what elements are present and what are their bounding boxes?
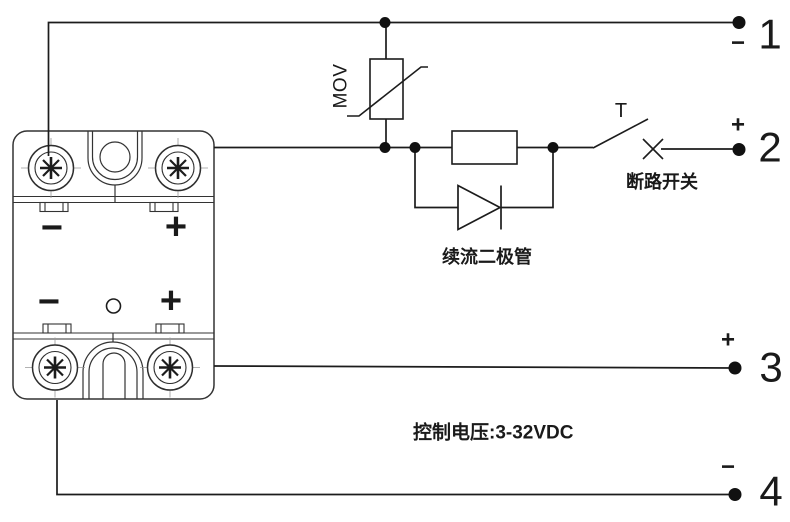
wire-terminal-1: [47, 21, 739, 156]
junction-dot: [409, 142, 421, 153]
terminal-1-polarity: −: [731, 30, 745, 57]
junction-dots: [379, 17, 559, 153]
terminal-1-number: 1: [758, 11, 781, 58]
terminal-2: + 2: [731, 112, 782, 171]
ssr-load-minus-label: −: [41, 207, 63, 249]
junction-dot: [379, 142, 391, 153]
ssr-bottom-arch: [82, 333, 144, 399]
terminal-dot: [728, 488, 742, 501]
varistor-body-icon: [369, 58, 404, 120]
mov-label: MOV: [331, 64, 352, 109]
ssr-device: − + − +: [12, 130, 215, 400]
diode-triangle-icon: [457, 184, 502, 231]
terminal-1: − 1: [731, 11, 782, 58]
terminal-dot: [728, 361, 742, 375]
switch-contact-x-icon: [642, 138, 664, 160]
varistor-strike-icon: [347, 66, 428, 117]
ssr-top-arch: [87, 131, 143, 203]
switch-arm-icon: [592, 118, 649, 149]
terminal-3: + 3: [721, 327, 783, 391]
freewheel-diode-label: 续流二极管: [442, 246, 532, 267]
switch-t-label: T: [615, 100, 627, 122]
wire-terminal-4: [56, 400, 735, 496]
keyhole-slot-icon: [102, 352, 126, 399]
terminal-4: − 4: [721, 454, 783, 515]
ssr-load-plus-label: +: [165, 206, 187, 248]
ssr-top-lip: [13, 195, 214, 213]
junction-dot: [379, 17, 391, 28]
ssr-ctrl-plus-label: +: [160, 280, 182, 322]
junction-dot: [547, 142, 559, 153]
terminal-3-polarity: +: [721, 327, 735, 354]
terminal-dot: [732, 143, 746, 156]
mov-varistor: MOV: [331, 22, 428, 148]
wires: [47, 21, 739, 496]
breaker-switch-label: 断路开关: [626, 171, 698, 192]
breaker-switch: T 断路开关: [592, 100, 698, 192]
resistor-body-icon: [451, 130, 518, 165]
freewheel-diode: 续流二极管: [414, 147, 554, 267]
ssr-ctrl-minus-label: −: [38, 281, 60, 323]
control-voltage-label: 控制电压:3-32VDC: [413, 421, 574, 444]
terminal-2-polarity: +: [731, 112, 745, 139]
terminal-2-number: 2: [758, 124, 781, 171]
terminal-4-number: 4: [759, 468, 782, 515]
terminal-4-polarity: −: [721, 454, 735, 481]
snubber-resistor: [451, 130, 518, 165]
led-indicator-icon: [105, 298, 122, 314]
mounting-hole-icon: [99, 141, 131, 173]
wire-terminal-3: [213, 365, 736, 369]
terminal-dot: [732, 16, 746, 29]
terminal-3-number: 3: [759, 344, 782, 391]
